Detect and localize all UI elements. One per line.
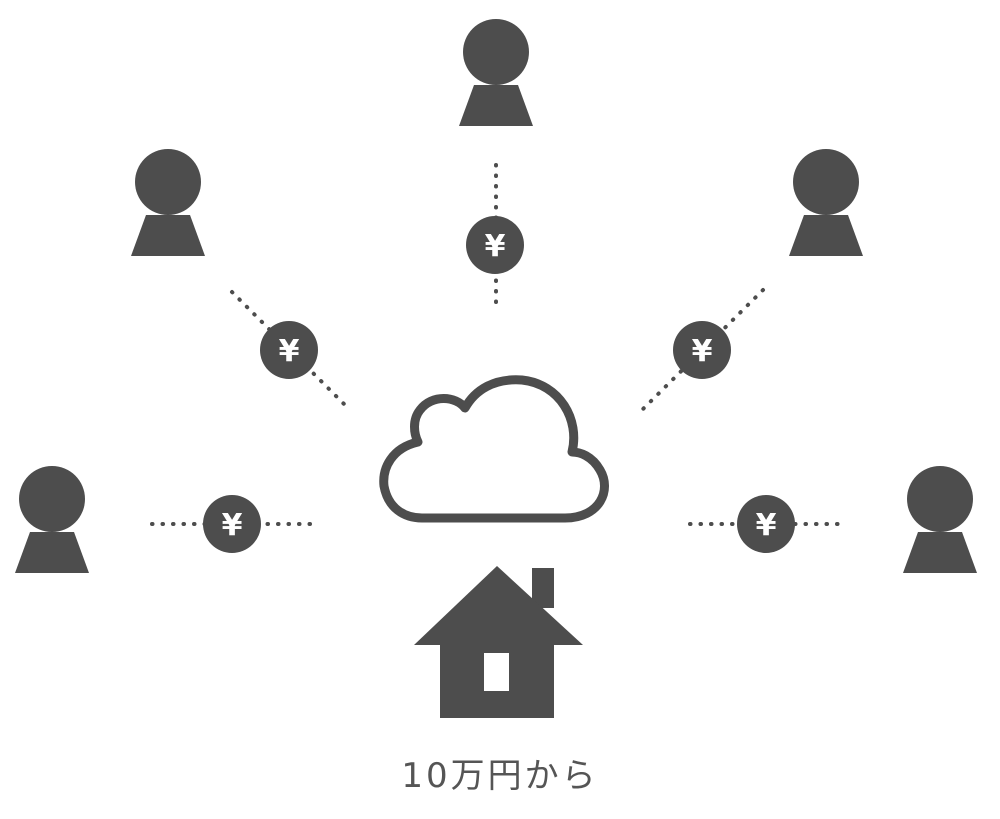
yen-symbol: ¥ (222, 508, 243, 543)
yen-coin-icon: ¥ (260, 321, 318, 379)
yen-coin-icon: ¥ (203, 495, 261, 553)
caption-text: 10万円から (401, 756, 599, 796)
person-icon (903, 466, 977, 573)
yen-symbol: ¥ (756, 508, 777, 543)
person-icon (789, 149, 863, 256)
yen-symbol: ¥ (692, 334, 713, 369)
yen-coin-icon: ¥ (737, 495, 795, 553)
person-icon (15, 466, 89, 573)
cloud-icon (379, 375, 609, 523)
person-icon (131, 149, 205, 256)
person-icon (459, 19, 533, 126)
yen-coin-icon: ¥ (673, 321, 731, 379)
yen-symbol: ¥ (485, 229, 506, 264)
yen-symbol: ¥ (279, 334, 300, 369)
house-icon (414, 566, 583, 718)
yen-coin-icon: ¥ (466, 216, 524, 274)
